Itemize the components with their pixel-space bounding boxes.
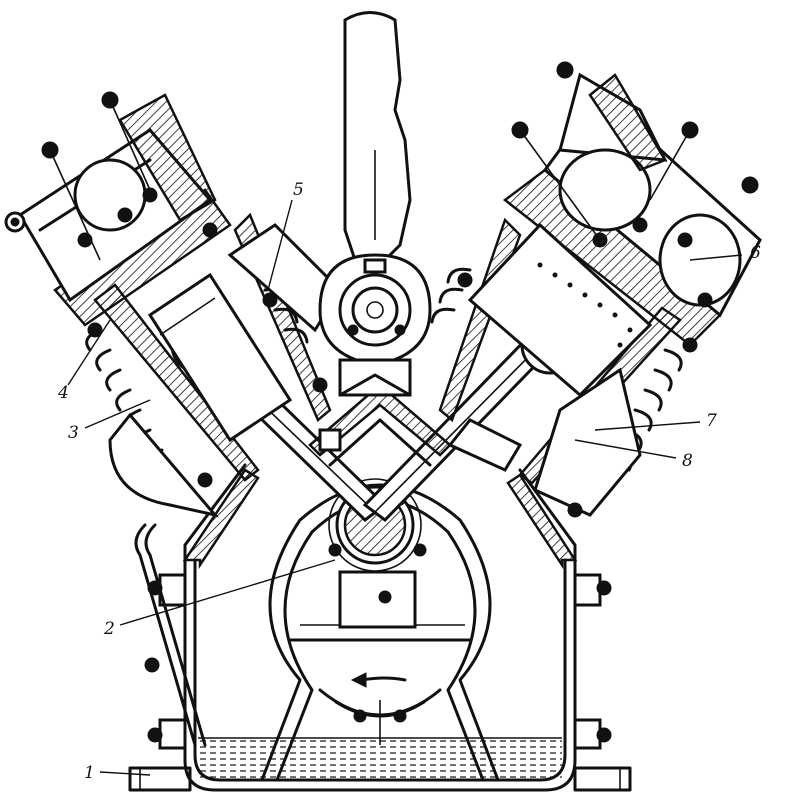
callout-4: 4 <box>57 383 69 403</box>
callout-5: 5 <box>293 180 304 200</box>
callout-1: 1 <box>84 763 95 783</box>
cylinder-bank-left <box>4 91 342 518</box>
callout-7: 7 <box>706 411 717 431</box>
callout-3: 3 <box>68 423 79 443</box>
v-block-center <box>308 383 452 467</box>
crankcase-base <box>128 558 632 792</box>
callout-8: 8 <box>682 451 693 471</box>
fan-housing <box>318 11 432 397</box>
callout-2: 2 <box>103 619 115 639</box>
cylinder-bank-right <box>430 61 762 518</box>
crankcase-walls <box>134 463 612 750</box>
callout-leaders <box>67 199 743 776</box>
callout-labels: 1 2 3 4 5 6 7 8 <box>57 180 761 783</box>
callout-6: 6 <box>750 243 761 263</box>
